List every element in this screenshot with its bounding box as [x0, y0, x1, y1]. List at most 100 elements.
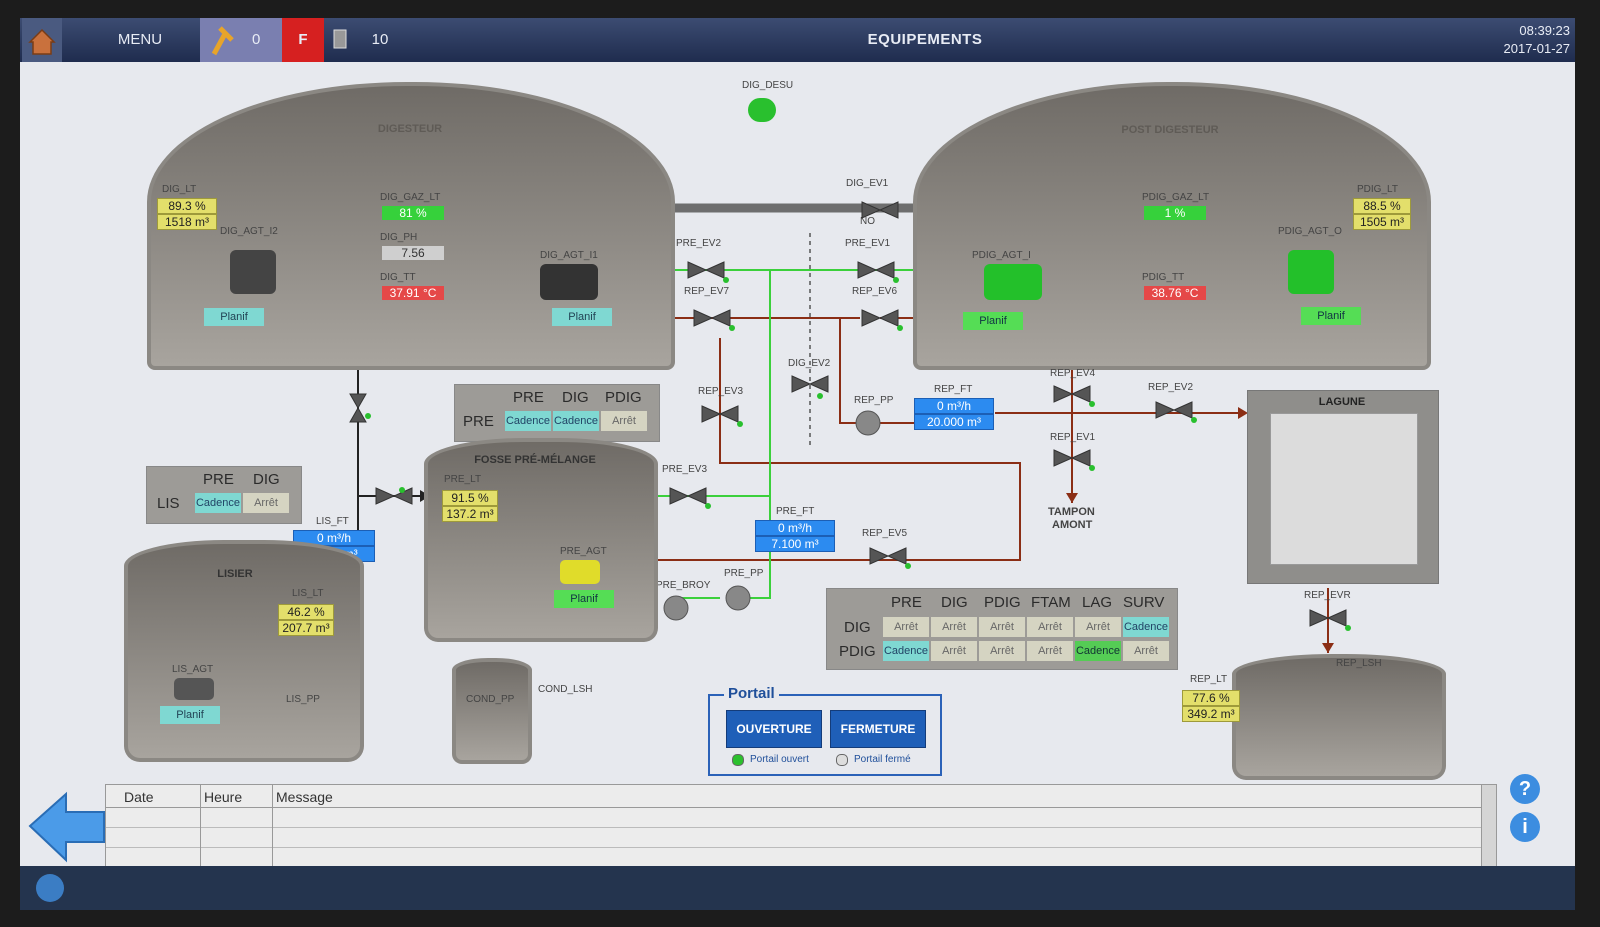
mode-big-r2-c1[interactable]: Cadence: [883, 641, 929, 661]
mode-big-r2-c5[interactable]: Cadence: [1075, 641, 1121, 661]
lisier-lt-pct: 46.2 %: [278, 604, 334, 620]
lisier-agt-planif[interactable]: Planif: [160, 706, 220, 724]
log-scrollbar[interactable]: [1481, 785, 1496, 871]
pre-ev1-label: PRE_EV1: [845, 238, 891, 249]
portail-title: Portail: [724, 685, 779, 702]
mode-pre-c3[interactable]: Arrêt: [601, 411, 647, 431]
dig-agt-i2-motor[interactable]: [230, 250, 276, 294]
mode-big-col-ftam: FTAM: [1031, 594, 1071, 611]
mode-big-r2-c4[interactable]: Arrêt: [1027, 641, 1073, 661]
rep-ev7-label: REP_EV7: [684, 286, 730, 297]
dig-lt-vol: 1518 m³: [157, 214, 217, 230]
document-icon[interactable]: [326, 18, 356, 62]
help-icon[interactable]: ?: [1510, 774, 1540, 804]
portail-open-indicator: [732, 754, 744, 766]
pdig-tt-label: PDIG_TT: [1142, 272, 1185, 283]
rep-ev6-label: REP_EV6: [852, 286, 898, 297]
cond-lsh-label: COND_LSH: [538, 684, 593, 695]
lisier-pp-label: LIS_PP: [286, 694, 320, 705]
pdig-agt-i-label: PDIG_AGT_I: [972, 250, 1031, 261]
mode-big-r1-c3[interactable]: Arrêt: [979, 617, 1025, 637]
menu-button[interactable]: MENU: [117, 31, 163, 48]
tools-button[interactable]: 0: [200, 18, 282, 62]
dig-agt-i1-planif[interactable]: Planif: [552, 308, 612, 326]
mode-big-r2-c2[interactable]: Arrêt: [931, 641, 977, 661]
lagune-title: LAGUNE: [1318, 396, 1366, 408]
mode-big-r2-c6[interactable]: Arrêt: [1123, 641, 1169, 661]
mode-big-r2-c3[interactable]: Arrêt: [979, 641, 1025, 661]
mode-lis-h1: PRE: [203, 471, 234, 488]
mode-big-r1-c5[interactable]: Arrêt: [1075, 617, 1121, 637]
rep-tank[interactable]: [1232, 654, 1446, 780]
pdig-lt-label: PDIG_LT: [1357, 184, 1398, 195]
start-button[interactable]: [36, 874, 64, 902]
rep-pp-label: REP_PP: [854, 395, 894, 406]
ouverture-button[interactable]: OUVERTURE: [726, 710, 822, 748]
fermeture-button[interactable]: FERMETURE: [830, 710, 926, 748]
pre-ev3-label: PRE_EV3: [662, 464, 708, 475]
dig-ev1-no: NO: [860, 216, 875, 227]
rep-ev1-label: REP_EV1: [1050, 432, 1096, 443]
mode-pre-h2: DIG: [562, 389, 589, 406]
rep-lt-label: REP_LT: [1190, 674, 1228, 685]
dig-ev2-label: DIG_EV2: [788, 358, 831, 369]
dig-desu-fan-icon[interactable]: [748, 98, 776, 122]
fosse-agt-motor[interactable]: [560, 560, 600, 584]
dig-tt-label: DIG_TT: [380, 272, 416, 283]
portail-open-status: Portail ouvert: [750, 754, 809, 765]
pdig-agt-i-planif[interactable]: Planif: [963, 312, 1023, 330]
mode-big-r1-c2[interactable]: Arrêt: [931, 617, 977, 637]
scada-screen: MENU 0 F 10 EQUIPEMENTS 08:39:23 2017-01…: [20, 18, 1575, 910]
pdig-tt-value: 38.76 °C: [1144, 286, 1206, 300]
dig-ph-label: DIG_PH: [380, 232, 418, 243]
rep-ev3-label: REP_EV3: [698, 386, 744, 397]
dig-agt-i2-label: DIG_AGT_I2: [220, 226, 278, 237]
dig-desu-label: DIG_DESU: [742, 80, 794, 91]
mode-big-r1-c4[interactable]: Arrêt: [1027, 617, 1073, 637]
rep-ft-vol: 20.000 m³: [914, 414, 994, 430]
rep-ev2-label: REP_EV2: [1148, 382, 1194, 393]
pdig-agt-i-motor[interactable]: [984, 264, 1042, 300]
pdig-agt-o-motor[interactable]: [1288, 250, 1334, 294]
fosse-agt-planif[interactable]: Planif: [554, 590, 614, 608]
mode-pre-c2[interactable]: Cadence: [553, 411, 599, 431]
home-button[interactable]: [22, 18, 62, 62]
dig-agt-i1-label: DIG_AGT_I1: [540, 250, 598, 261]
lis-ft-flow: 0 m³/h: [293, 530, 375, 546]
info-icon[interactable]: i: [1510, 812, 1540, 842]
pdig-agt-o-planif[interactable]: Planif: [1301, 307, 1361, 325]
lagune-tank[interactable]: [1247, 390, 1439, 584]
lisier-tank[interactable]: [124, 540, 364, 762]
rep-ev4-label: REP_EV4: [1050, 368, 1096, 379]
cond-tank[interactable]: [452, 658, 532, 764]
rep-ft-label: REP_FT: [934, 384, 973, 395]
log-col-date: Date: [124, 789, 154, 805]
mode-lis-c2[interactable]: Arrêt: [243, 493, 289, 513]
back-arrow-icon[interactable]: [26, 788, 116, 868]
lisier-title: LISIER: [217, 568, 253, 580]
lis-ft-label: LIS_FT: [316, 516, 349, 527]
lisier-agt-motor[interactable]: [174, 678, 214, 700]
dig-gaz-label: DIG_GAZ_LT: [380, 192, 441, 203]
mode-big-r1-c1[interactable]: Arrêt: [883, 617, 929, 637]
mode-pre-c1[interactable]: Cadence: [505, 411, 551, 431]
alarm-button[interactable]: F: [282, 18, 324, 62]
mode-pre-h1: PRE: [513, 389, 544, 406]
mode-big-r1-c6[interactable]: Cadence: [1123, 617, 1169, 637]
mode-big-col-dig: DIG: [941, 594, 968, 611]
lisier-agt-label: LIS_AGT: [172, 664, 214, 675]
dig-agt-i2-planif[interactable]: Planif: [204, 308, 264, 326]
alarm-log[interactable]: Date Heure Message: [105, 784, 1497, 872]
fosse-title: FOSSE PRÉ-MÉLANGE: [474, 454, 596, 466]
mode-big-col-pdig: PDIG: [984, 594, 1021, 611]
digesteur-title: DIGESTEUR: [377, 123, 443, 135]
dig-tt-value: 37.91 °C: [382, 286, 444, 300]
mode-big-col-pre: PRE: [891, 594, 922, 611]
dig-gaz-value: 81 %: [382, 206, 444, 220]
mode-pre-h3: PDIG: [605, 389, 642, 406]
dig-agt-i1-motor[interactable]: [540, 264, 598, 300]
mode-lis-c1[interactable]: Cadence: [195, 493, 241, 513]
portail-panel: Portail OUVERTURE FERMETURE Portail ouve…: [708, 685, 942, 776]
fosse-tank[interactable]: [424, 438, 658, 642]
cond-pp-label: COND_PP: [466, 694, 515, 705]
